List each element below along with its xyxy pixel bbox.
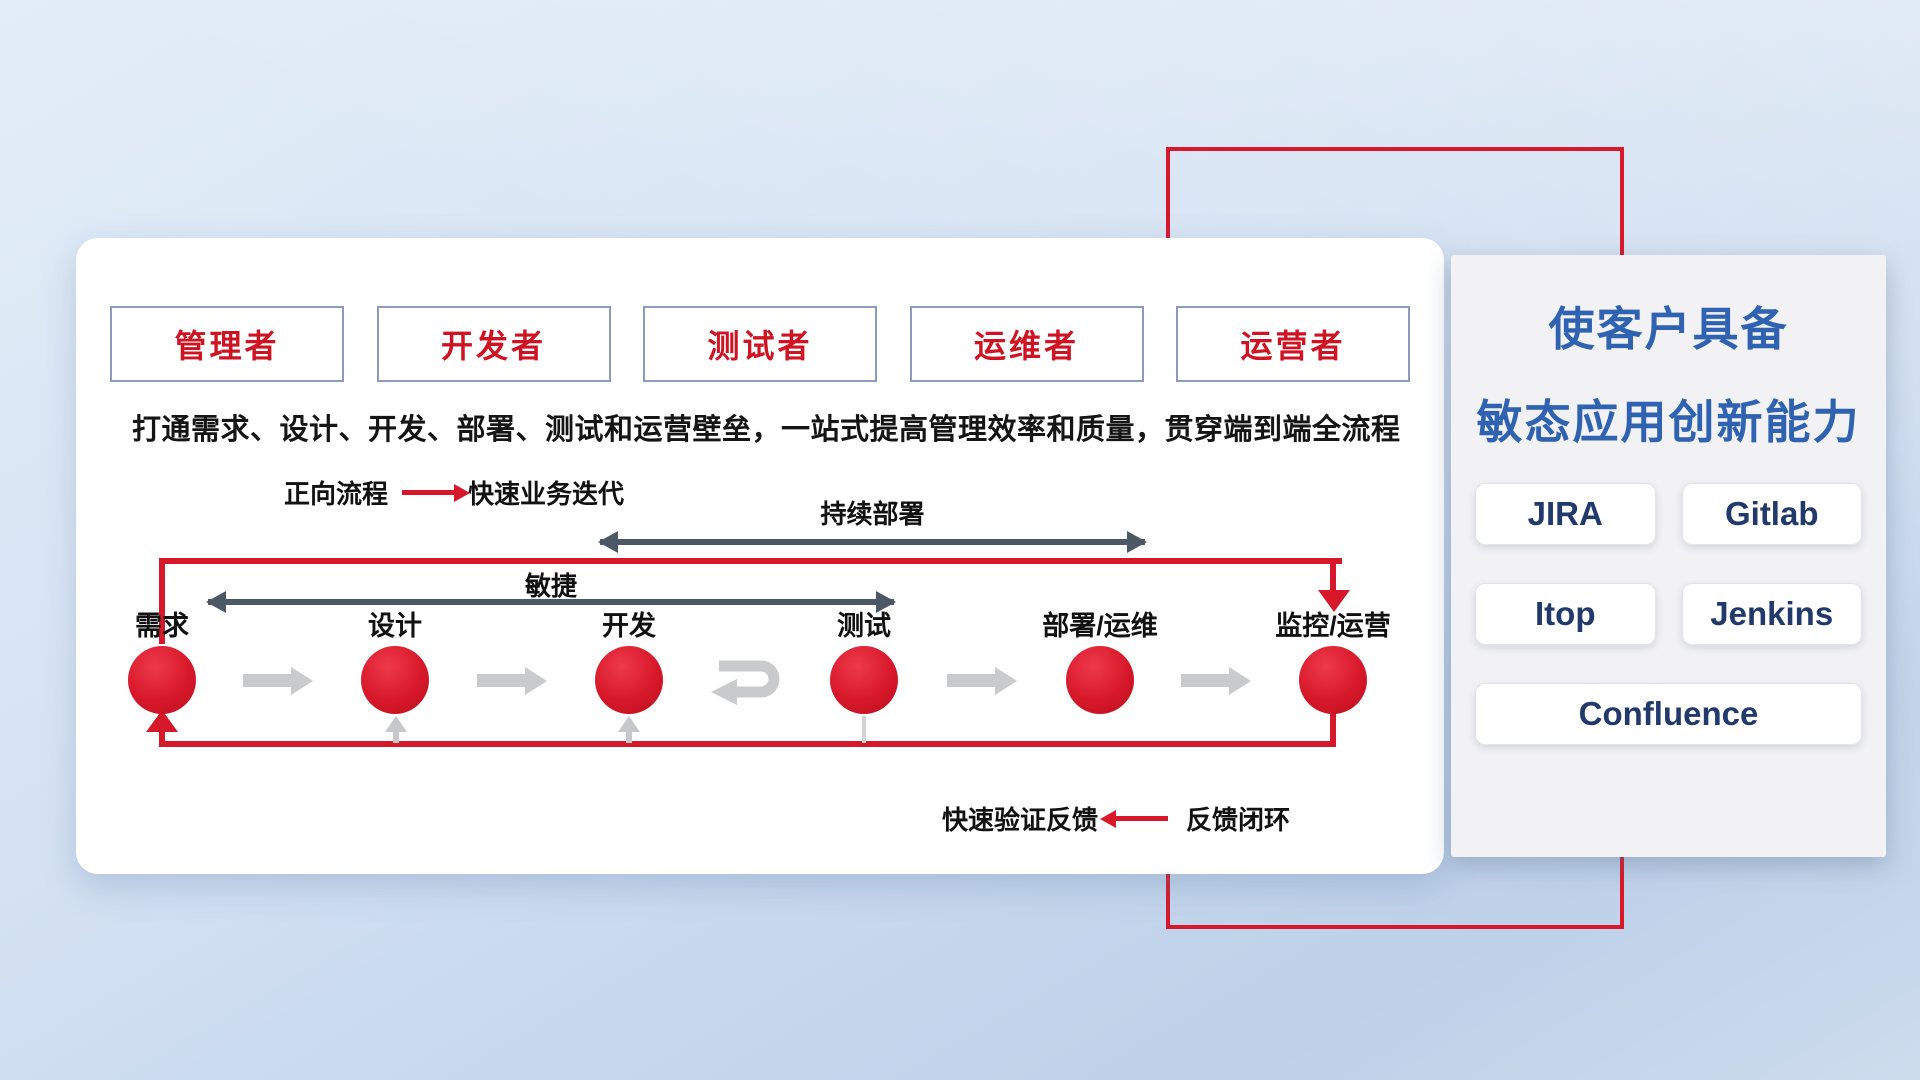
forward-loop-right-drop bbox=[1330, 558, 1336, 592]
feedback-up-arrow-stub bbox=[393, 730, 399, 743]
tool-jenkins: Jenkins bbox=[1681, 583, 1862, 645]
forward-legend-value: 快速业务迭代 bbox=[468, 479, 625, 509]
role-label: 测试者 bbox=[707, 328, 813, 364]
role-box-operator: 运营者 bbox=[1176, 306, 1410, 382]
flow-arrow-icon bbox=[1181, 674, 1229, 687]
feedback-drop-line bbox=[862, 716, 866, 743]
node-circle-requirements bbox=[128, 646, 196, 714]
capability-panel: 使客户具备 敏态应用创新能力 JIRA Gitlab Itop Jenkins … bbox=[1451, 255, 1886, 857]
tool-gitlab: Gitlab bbox=[1681, 483, 1862, 545]
agile-arrow-icon bbox=[206, 591, 896, 613]
feedback-legend-label: 快速验证反馈 bbox=[942, 805, 1099, 835]
continuous-deploy-arrow-icon bbox=[598, 531, 1147, 553]
feedback-loop-arrowhead-icon bbox=[146, 710, 178, 732]
feedback-legend-value: 反馈闭环 bbox=[1186, 805, 1291, 835]
flow-arrow-icon bbox=[243, 674, 291, 687]
forward-arrow-icon bbox=[402, 490, 455, 495]
tool-confluence: Confluence bbox=[1475, 683, 1862, 745]
node-label-design: 设计 bbox=[368, 611, 422, 641]
role-label: 运维者 bbox=[973, 328, 1079, 364]
feedback-up-arrow-icon bbox=[385, 716, 407, 732]
role-box-ops: 运维者 bbox=[909, 306, 1144, 382]
forward-legend-label: 正向流程 bbox=[284, 479, 389, 509]
devops-flow-card: 管理者 开发者 测试者 运维者 运营者 打通需求、设计、开发、部署、测试和运营壁… bbox=[76, 238, 1444, 874]
node-label-requirements: 需求 bbox=[135, 611, 189, 641]
forward-legend: 正向流程 快速业务迭代 bbox=[284, 474, 624, 511]
feedback-legend: 快速验证反馈 反馈闭环 bbox=[942, 800, 1290, 837]
feedback-up-arrow-icon bbox=[618, 716, 640, 732]
feedback-up-arrow-stub bbox=[626, 730, 632, 743]
node-label-development: 开发 bbox=[602, 611, 656, 641]
node-label-deploy-ops: 部署/运维 bbox=[1042, 611, 1158, 641]
node-circle-design bbox=[361, 646, 429, 714]
forward-loop-top-line bbox=[159, 558, 1342, 564]
tools-grid: JIRA Gitlab Itop Jenkins Confluence bbox=[1475, 483, 1862, 745]
node-circle-monitor-ops bbox=[1299, 646, 1367, 714]
role-label: 管理者 bbox=[174, 328, 280, 364]
role-label: 开发者 bbox=[440, 328, 546, 364]
continuous-deploy-label: 持续部署 bbox=[820, 499, 925, 529]
role-label: 运营者 bbox=[1240, 328, 1346, 364]
role-box-developer: 开发者 bbox=[376, 306, 611, 382]
panel-title-line2: 敏态应用创新能力 bbox=[1476, 396, 1861, 448]
card-subtitle: 打通需求、设计、开发、部署、测试和运营壁垒，一站式提高管理效率和质量，贯穿端到端… bbox=[132, 414, 1401, 446]
roles-row: 管理者 开发者 测试者 运维者 运营者 bbox=[110, 306, 1410, 382]
flow-arrow-icon bbox=[477, 674, 525, 687]
node-circle-testing bbox=[830, 646, 898, 714]
feedback-arrow-icon bbox=[1116, 816, 1169, 821]
iteration-loop-icon bbox=[711, 660, 780, 705]
agile-label: 敏捷 bbox=[524, 571, 577, 601]
feedback-loop-bottom-line bbox=[159, 741, 1336, 747]
role-box-manager: 管理者 bbox=[110, 306, 344, 382]
node-circle-deploy-ops bbox=[1066, 646, 1134, 714]
panel-title-line1: 使客户具备 bbox=[1548, 303, 1789, 355]
node-label-testing: 测试 bbox=[837, 611, 891, 641]
node-label-monitor-ops: 监控/运营 bbox=[1275, 611, 1391, 641]
role-box-tester: 测试者 bbox=[643, 306, 877, 382]
tool-jira: JIRA bbox=[1475, 483, 1656, 545]
feedback-loop-left-riser bbox=[159, 730, 165, 744]
forward-loop-left-riser bbox=[159, 558, 165, 644]
forward-loop-arrowhead-icon bbox=[1318, 590, 1350, 612]
tool-itop: Itop bbox=[1475, 583, 1656, 645]
node-circle-development bbox=[595, 646, 663, 714]
flow-arrow-icon bbox=[947, 674, 995, 687]
feedback-loop-right-drop bbox=[1330, 712, 1336, 745]
